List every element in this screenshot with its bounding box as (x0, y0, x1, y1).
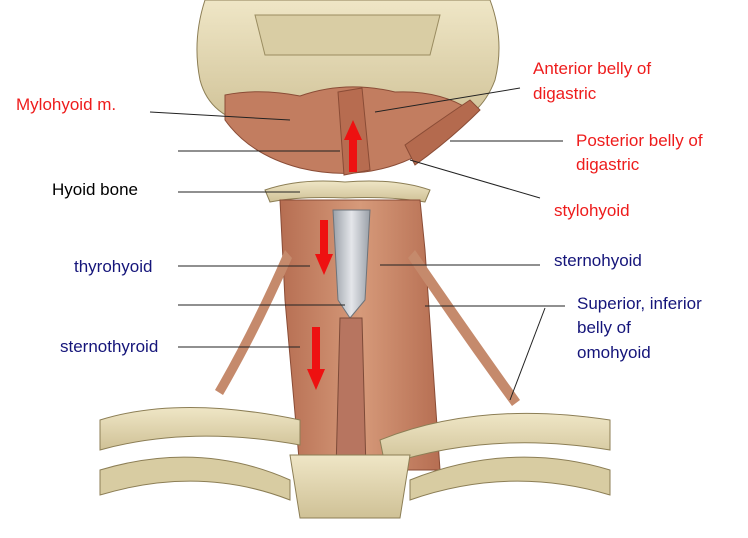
leader-line-anterior-digastric (374, 87, 521, 113)
leader-line-stylohyoid (409, 159, 541, 199)
up-arrow-mylohyoid (344, 120, 362, 172)
posterior-digastric-muscle (404, 99, 481, 166)
label-hyoid-bone: Hyoid bone (52, 180, 139, 199)
label-stylohyoid: stylohyoid (554, 201, 630, 220)
omohyoid-muscle (408, 250, 520, 406)
label-omohyoid-line2: belly of (577, 318, 631, 337)
ribs (99, 456, 611, 501)
leader-lines (149, 87, 565, 401)
sternum (289, 454, 411, 519)
label-sternohyoid: sternohyoid (554, 251, 642, 270)
trachea (335, 317, 367, 471)
down-arrow-sternothyroid (307, 327, 325, 390)
leader-line-omohyoid-inferior (509, 307, 546, 401)
label-anterior-digastric-line1: Anterior belly of (533, 59, 652, 78)
leader-line-mylohyoid (149, 111, 291, 121)
right-clavicle (379, 412, 611, 466)
label-mylohyoid: Mylohyoid m. (16, 95, 117, 114)
label-omohyoid-line1: Superior, inferior (577, 294, 702, 313)
label-anterior-digastric-line2: digastric (533, 84, 597, 103)
label-omohyoid-line3: omohyoid (577, 343, 651, 362)
anatomy-drawing (99, 0, 611, 519)
movement-arrows (307, 120, 362, 390)
label-posterior-digastric-line1: Posterior belly of (576, 131, 703, 150)
hyoid-bone-shape (264, 180, 431, 203)
omohyoid-muscle-left (215, 250, 292, 395)
down-arrow-thyrohyoid (315, 220, 333, 275)
label-sternothyroid: sternothyroid (60, 337, 159, 356)
label-thyrohyoid: thyrohyoid (74, 257, 153, 276)
upper-teeth (254, 14, 441, 56)
label-posterior-digastric-line2: digastric (576, 155, 640, 174)
thyroid-cartilage (332, 209, 371, 319)
left-clavicle (99, 407, 301, 451)
